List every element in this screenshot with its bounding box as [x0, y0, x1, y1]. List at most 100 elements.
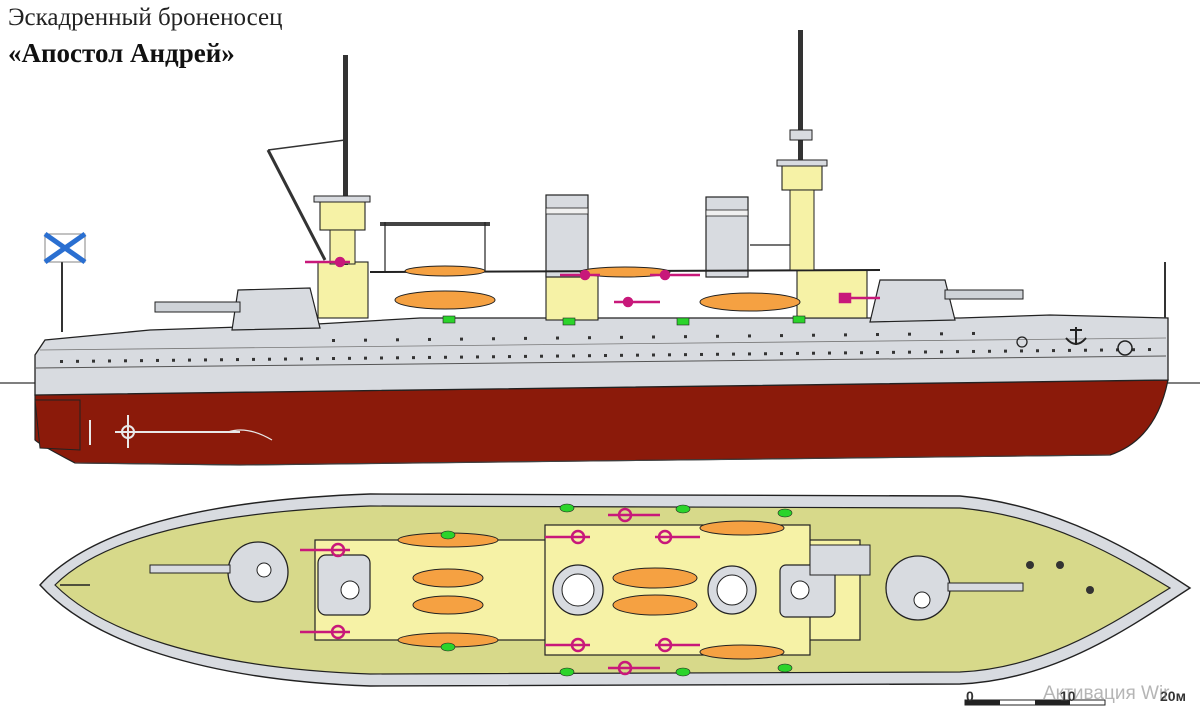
porthole [172, 358, 175, 362]
porthole [684, 353, 687, 357]
scale-label-10: 10 [1060, 688, 1076, 704]
porthole [460, 355, 463, 359]
porthole [940, 350, 943, 354]
porthole [988, 349, 991, 353]
porthole [156, 358, 159, 362]
porthole [188, 358, 191, 362]
porthole [972, 331, 975, 335]
porthole [364, 356, 367, 360]
boat-mid-upper [579, 266, 671, 278]
porthole [620, 353, 623, 357]
aft-gun-barrel [154, 301, 241, 313]
porthole [812, 333, 815, 337]
title-line-1: Эскадренный броненосец [8, 4, 283, 31]
porthole [1020, 349, 1023, 353]
porthole [60, 360, 63, 363]
plan-gun-markers [300, 507, 700, 676]
porthole [332, 339, 335, 343]
scale-bar-labels: 0 10 20м [960, 686, 1200, 708]
fore-gun-plan [947, 582, 1024, 592]
porthole [780, 334, 783, 338]
scale-label-0: 0 [966, 688, 974, 704]
side-lamps [442, 315, 806, 326]
porthole [300, 357, 303, 361]
boat-crane-beam [380, 222, 490, 226]
porthole [796, 351, 799, 355]
porthole [668, 353, 671, 357]
porthole [780, 352, 783, 356]
plan-lamps [440, 503, 793, 677]
porthole [572, 354, 575, 358]
porthole [1148, 348, 1151, 352]
porthole [956, 350, 959, 354]
aft-mast [343, 55, 348, 265]
porthole [396, 338, 399, 342]
porthole [556, 336, 559, 340]
aft-superstructure [317, 261, 369, 319]
porthole [700, 352, 703, 356]
watermark-text: Активация Wir [1043, 683, 1170, 704]
porthole [140, 359, 143, 363]
porthole [92, 359, 95, 363]
porthole [604, 354, 607, 358]
porthole [348, 356, 351, 360]
porthole [748, 334, 751, 338]
porthole [732, 352, 735, 356]
porthole [652, 353, 655, 357]
boat-aft-upper [404, 265, 486, 277]
porthole [76, 359, 79, 363]
porthole [860, 351, 863, 355]
scale-bar [964, 699, 1106, 706]
porthole [220, 358, 223, 362]
porthole [492, 355, 495, 359]
porthole [876, 333, 879, 337]
fore-fighting-top [781, 164, 823, 191]
portholes [60, 331, 1151, 363]
porthole [396, 356, 399, 360]
porthole [284, 357, 287, 361]
aft-gun-plan [149, 564, 231, 574]
porthole [204, 358, 207, 362]
porthole [108, 359, 111, 363]
aft-fighting-top [319, 199, 366, 231]
fore-mast [798, 30, 803, 270]
boats-plan [397, 520, 785, 660]
porthole [716, 352, 719, 356]
aft-turret [231, 287, 321, 331]
porthole [540, 354, 543, 358]
porthole [844, 333, 847, 337]
aft-funnel [545, 194, 589, 278]
porthole [1100, 348, 1103, 352]
porthole [556, 354, 559, 358]
porthole [892, 350, 895, 354]
fore-turret-plan [885, 555, 951, 621]
st-andrew-flag-icon [43, 231, 87, 265]
fore-funnel [705, 196, 749, 278]
porthole [444, 355, 447, 359]
porthole [684, 335, 687, 339]
porthole [764, 352, 767, 356]
boat-fore [699, 292, 801, 312]
porthole [748, 352, 751, 356]
porthole [1004, 349, 1007, 353]
fore-superstructure [796, 269, 868, 319]
porthole [828, 351, 831, 355]
fore-turret [869, 279, 956, 323]
porthole [972, 349, 975, 353]
porthole [1068, 348, 1071, 352]
porthole [812, 351, 815, 355]
porthole [524, 354, 527, 358]
porthole [492, 337, 495, 341]
porthole [460, 337, 463, 341]
title-line-2: «Апостол Андрей» [8, 38, 235, 68]
porthole [876, 351, 879, 355]
top-view [39, 493, 1192, 687]
porthole [1084, 348, 1087, 352]
boat-aft [394, 290, 496, 310]
anchor-icon [1065, 327, 1087, 345]
porthole [620, 335, 623, 339]
porthole [908, 350, 911, 354]
porthole [508, 355, 511, 359]
side-view [0, 30, 1200, 466]
